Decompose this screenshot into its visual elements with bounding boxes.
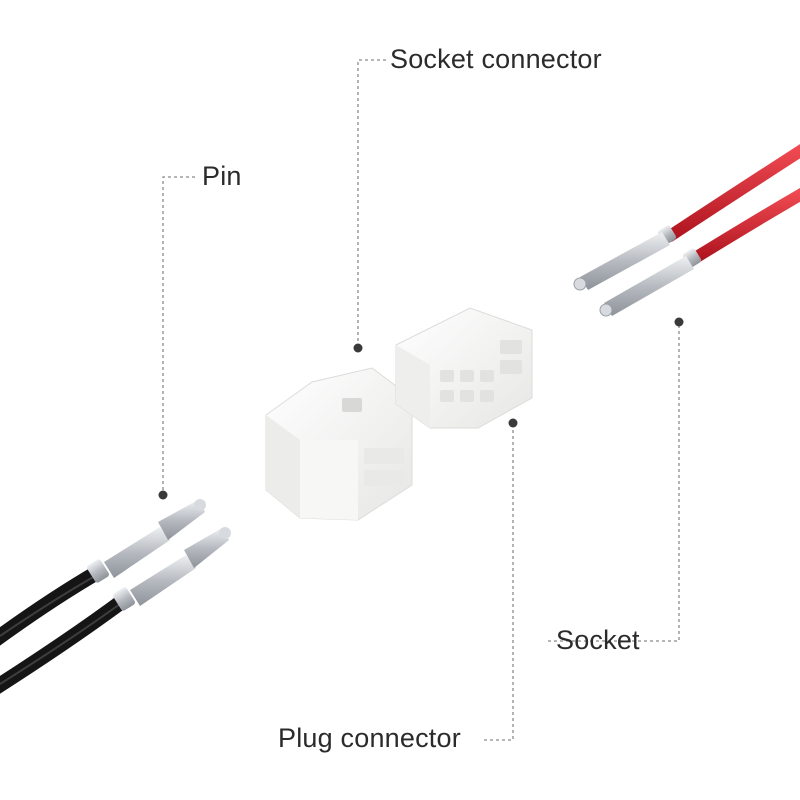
leader-socket-connector xyxy=(357,59,386,345)
pin-terminal-icon xyxy=(0,499,231,694)
connector-housing-icon xyxy=(395,307,533,429)
leader-pin xyxy=(162,176,195,492)
label-pin: Pin xyxy=(202,161,242,191)
label-socket: Socket xyxy=(556,625,640,655)
leader-lines xyxy=(162,59,680,741)
connector-housing-icon xyxy=(265,367,413,521)
dot-socket-connector xyxy=(353,343,363,353)
dot-socket xyxy=(674,317,684,327)
dot-plug-connector xyxy=(508,418,518,428)
leader-socket xyxy=(548,325,680,642)
leader-dots xyxy=(158,317,684,500)
dot-pin xyxy=(158,490,168,500)
label-plug-connector: Plug connector xyxy=(278,723,461,753)
leader-plug-connector xyxy=(484,425,514,741)
label-socket-connector: Socket connector xyxy=(390,44,602,74)
socket-terminal-icon xyxy=(573,144,800,317)
